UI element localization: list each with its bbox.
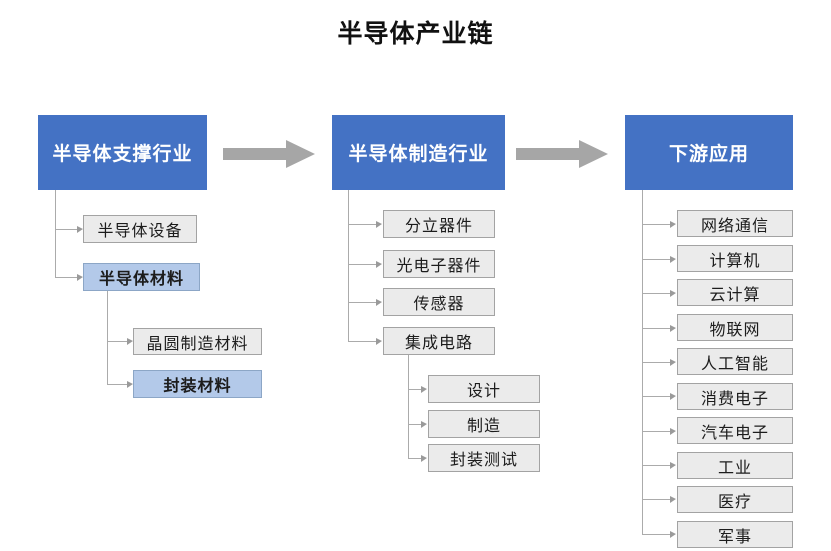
node-cloud-computing: 云计算 (677, 279, 793, 306)
manufacturing-industry-header: 半导体制造行业 (332, 115, 505, 190)
node-discrete-devices: 分立器件 (383, 210, 495, 238)
connector-arm (642, 256, 676, 263)
node-optoelectronic-devices: 光电子器件 (383, 250, 495, 278)
flow-right-arrow-icon (516, 140, 608, 168)
connector-arm (348, 338, 382, 345)
node-network-communication: 网络通信 (677, 210, 793, 237)
connector-arm (107, 338, 133, 345)
connector-arm (408, 386, 427, 393)
connector-arm (642, 221, 676, 228)
connector-arm (107, 381, 133, 388)
flow-right-arrow-icon (223, 140, 315, 168)
connector-arm (642, 428, 676, 435)
connector-vline (348, 190, 349, 341)
node-automotive-electronics: 汽车电子 (677, 417, 793, 444)
connector-arm (642, 359, 676, 366)
node-iot: 物联网 (677, 314, 793, 341)
connector-arm (642, 496, 676, 503)
connector-arm (642, 531, 676, 538)
node-ic-design: 设计 (428, 375, 540, 403)
connector-arm (642, 393, 676, 400)
downstream-apps-header: 下游应用 (625, 115, 793, 190)
node-consumer-electronics: 消费电子 (677, 383, 793, 410)
diagram-title: 半导体产业链 (337, 20, 494, 48)
node-industrial: 工业 (677, 452, 793, 479)
connector-vline (107, 291, 108, 384)
connector-arm (348, 221, 382, 228)
node-ic-packaging-testing: 封装测试 (428, 444, 540, 472)
connector-arm (408, 421, 427, 428)
node-packaging-materials: 封装材料 (133, 370, 262, 398)
connector-arm (642, 462, 676, 469)
support-industry-header: 半导体支撑行业 (38, 115, 207, 190)
connector-arm (55, 274, 83, 281)
node-sensors: 传感器 (383, 288, 495, 316)
node-ai: 人工智能 (677, 348, 793, 375)
connector-vline (408, 355, 409, 458)
connector-arm (642, 325, 676, 332)
connector-arm (348, 261, 382, 268)
node-computer: 计算机 (677, 245, 793, 272)
connector-arm (348, 299, 382, 306)
node-ic-manufacturing: 制造 (428, 410, 540, 438)
node-semiconductor-equipment: 半导体设备 (83, 215, 197, 243)
node-medical: 医疗 (677, 486, 793, 513)
connector-arm (408, 455, 427, 462)
connector-arm (642, 290, 676, 297)
connector-vline (55, 190, 56, 277)
node-integrated-circuits: 集成电路 (383, 327, 495, 355)
node-wafer-manufacturing-materials: 晶圆制造材料 (133, 328, 262, 355)
node-military: 军事 (677, 521, 793, 548)
node-semiconductor-materials: 半导体材料 (83, 263, 200, 291)
connector-arm (55, 226, 83, 233)
